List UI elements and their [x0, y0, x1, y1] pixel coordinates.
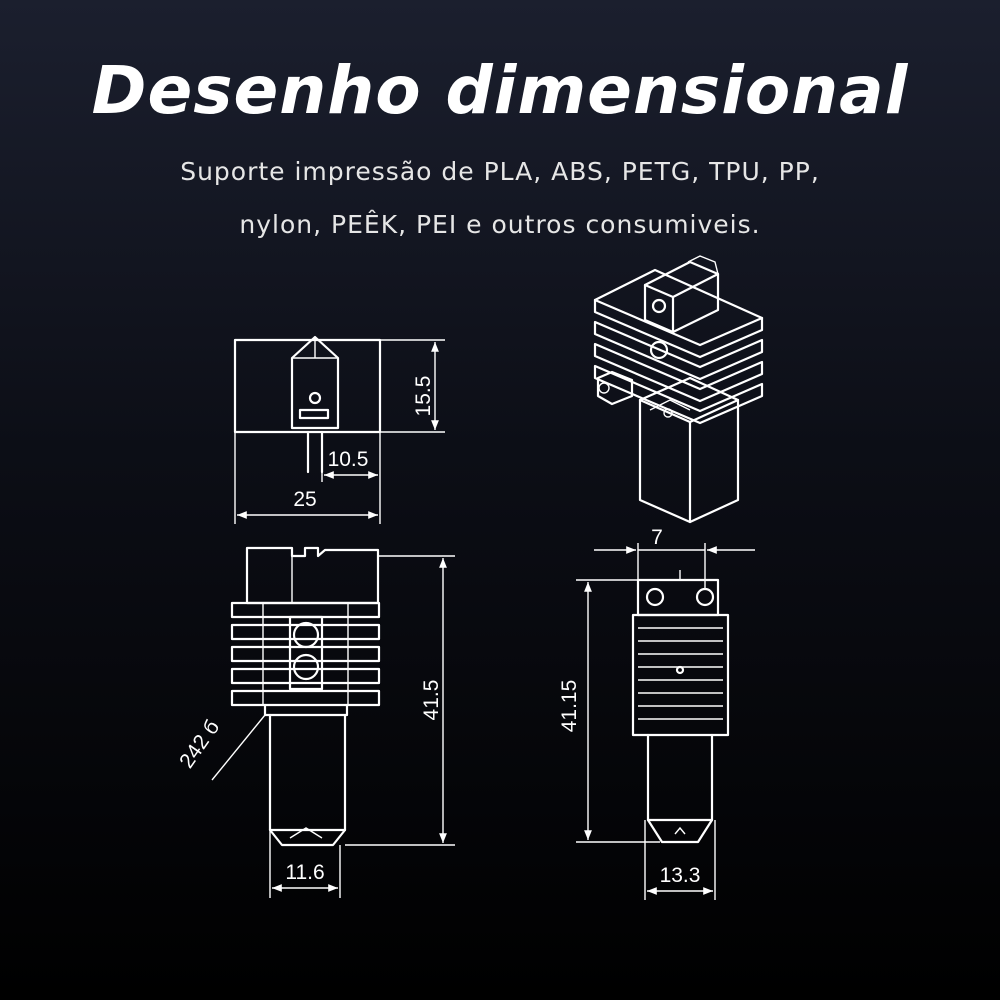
isometric-view-drawing — [593, 255, 764, 524]
front-view-hole-1 — [292, 621, 320, 649]
dim-side-nozzle-width: 13.3 — [660, 864, 701, 887]
iso-clip — [596, 370, 634, 406]
front-view-top-block — [245, 546, 380, 605]
front-view-fin-5 — [230, 689, 381, 707]
top-view-inner-block — [290, 335, 340, 430]
iso-hole-1 — [651, 298, 667, 314]
front-view-hole-2 — [292, 653, 320, 681]
dim-top-width: 25 — [293, 488, 316, 511]
iso-fin-2 — [593, 320, 764, 381]
front-view-drawing: 242 б 41.5 11.6 — [175, 546, 455, 898]
front-view-core — [288, 615, 324, 691]
dim-line-front-thread — [211, 714, 266, 781]
front-view-fin-1 — [230, 601, 381, 619]
subtitle-line-1: Suporte impressão de PLA, ABS, PETG, TPU… — [180, 157, 820, 186]
front-view-fin-4 — [230, 667, 381, 685]
dim-top-height: 15.5 — [412, 376, 435, 417]
front-view-nozzle — [268, 828, 347, 847]
iso-top-block — [643, 260, 720, 334]
side-view-center-hole — [675, 665, 685, 675]
top-view-stem — [306, 430, 324, 474]
iso-fin-4 — [593, 364, 764, 425]
side-view-grooved-block — [631, 613, 730, 737]
top-view-slot — [298, 408, 330, 420]
iso-fin-3 — [593, 342, 764, 403]
iso-hole-2 — [649, 340, 669, 360]
front-view-heater-block — [268, 713, 347, 832]
dim-front-height: 41.5 — [420, 680, 443, 721]
side-view-top-block — [636, 578, 720, 617]
page-title: Desenho dimensional — [91, 52, 909, 129]
dim-top-offset: 10.5 — [328, 448, 369, 471]
dim-front-thread: 242 б — [175, 716, 224, 773]
dim-side-height: 41.15 — [558, 680, 581, 733]
side-view-lower-body — [646, 733, 714, 822]
dim-front-nozzle-width: 11.6 — [285, 861, 324, 884]
top-view-drawing: 15.5 10.5 25 — [233, 335, 445, 524]
front-view-fin-2 — [230, 623, 381, 641]
iso-fin-1 — [593, 298, 764, 359]
subtitle-line-2: nylon, PEÊK, PEI e outros consumiveis. — [239, 210, 761, 239]
top-view-hole — [308, 391, 322, 405]
side-view-drawing: 7 41.15 13.3 — [558, 526, 755, 900]
side-view-hole-2 — [695, 587, 715, 607]
side-view-hole-1 — [645, 587, 665, 607]
side-view-nozzle — [646, 818, 714, 844]
dim-side-hole-spacing: 7 — [651, 526, 663, 549]
